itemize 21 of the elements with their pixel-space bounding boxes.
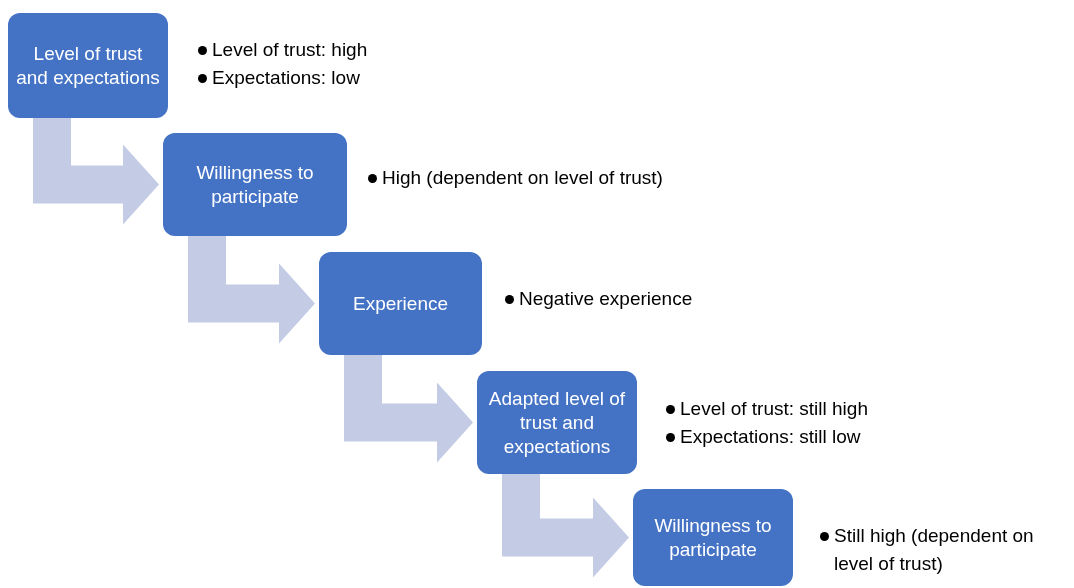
bullet-point: Level of trust: still high <box>666 395 966 423</box>
box-label: Level of trust and expectations <box>16 41 160 90</box>
box-label: Adapted level of trust and expectations <box>487 386 627 459</box>
bullet-point: Still high (dependent on level of trust) <box>820 522 1070 578</box>
bullet-point: Expectations: low <box>198 64 398 92</box>
process-box <box>633 489 793 586</box>
bullet-point: High (dependent on level of trust) <box>368 164 728 192</box>
box-label: Willingness to participate <box>653 513 773 562</box>
box-label: Willingness to participate <box>195 160 315 209</box>
process-box <box>477 371 637 474</box>
process-box <box>319 252 482 355</box>
box-label: Experience <box>352 291 449 316</box>
bent-arrow <box>33 118 159 225</box>
bullet-point: Level of trust: high <box>198 36 398 64</box>
bullet-point: Expectations: still low <box>666 423 966 451</box>
bent-arrow <box>188 236 315 344</box>
bent-arrow <box>502 474 629 578</box>
process-box <box>8 13 168 118</box>
bullet-point: Negative experience <box>505 285 805 313</box>
bent-arrow <box>344 355 473 463</box>
process-box <box>163 133 347 236</box>
